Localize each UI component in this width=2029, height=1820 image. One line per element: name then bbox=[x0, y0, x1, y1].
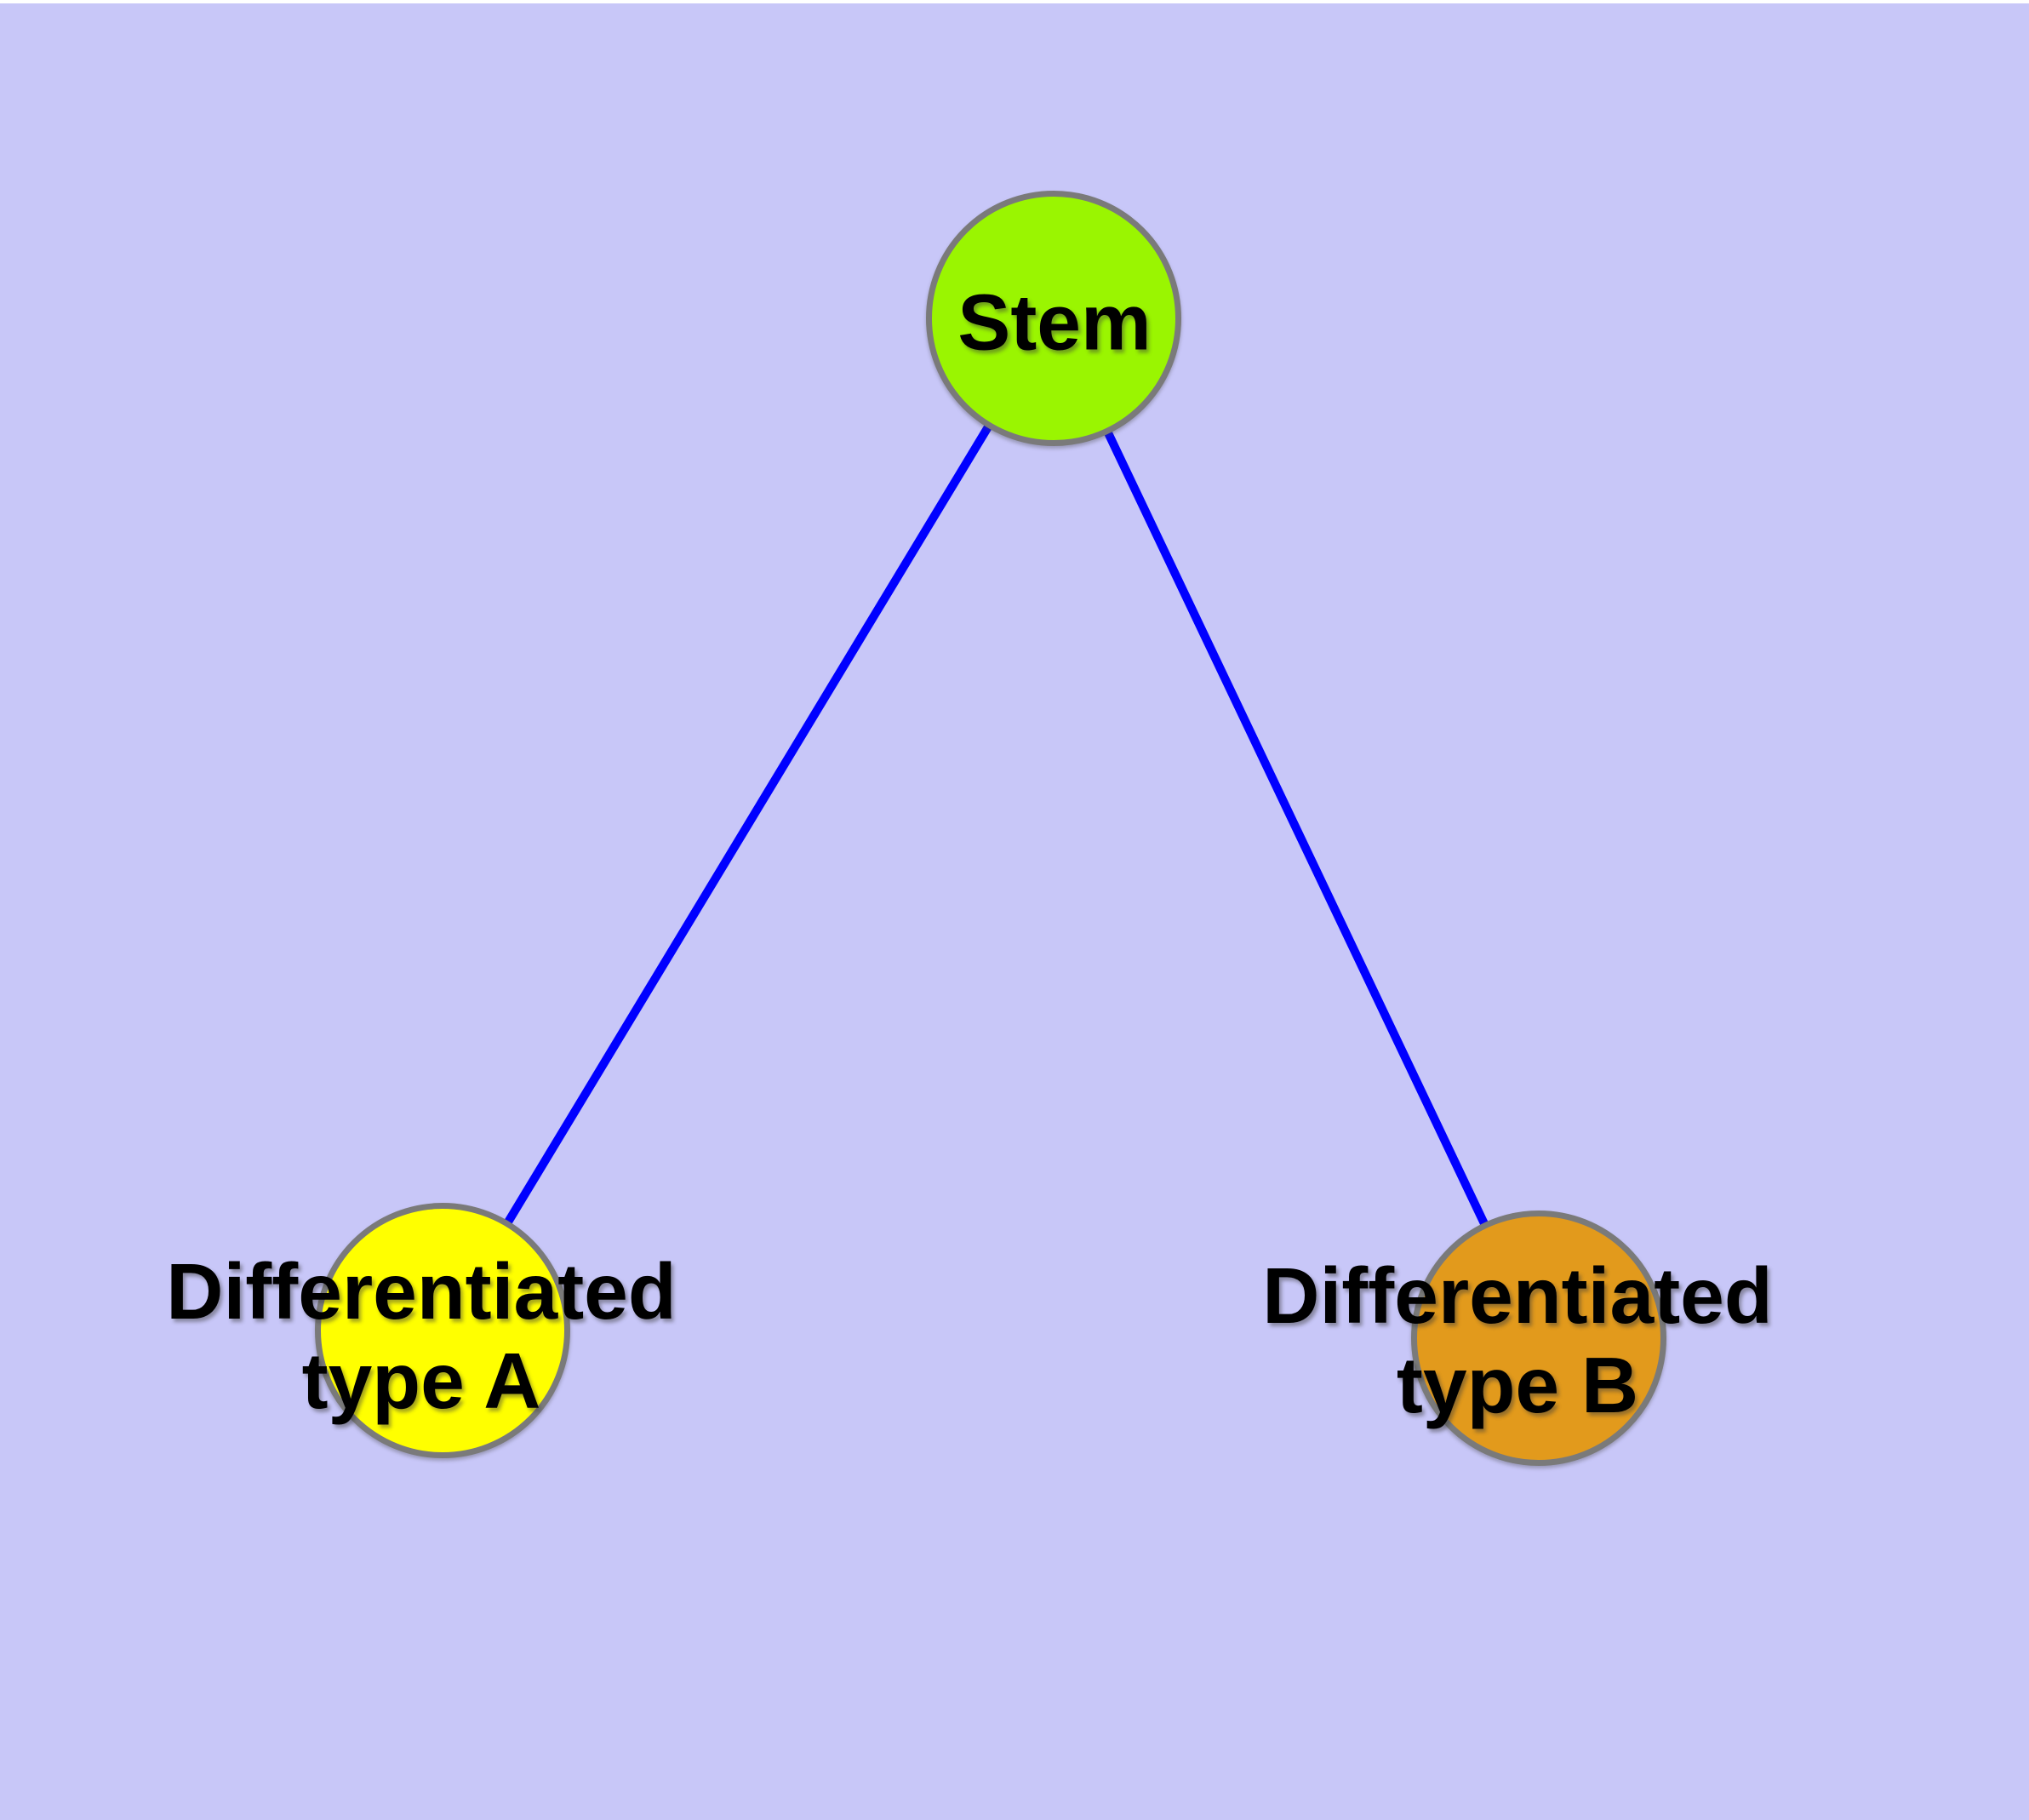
top-margin-strip bbox=[0, 0, 2029, 3]
node-type-a-label-line2: type A bbox=[301, 1336, 541, 1425]
node-type-b-label: Differentiated type B bbox=[1262, 1251, 1772, 1430]
node-type-b-label-line1: Differentiated bbox=[1262, 1251, 1773, 1340]
node-type-b-circle bbox=[1411, 1210, 1666, 1466]
node-stem-circle bbox=[926, 191, 1181, 446]
node-stem-label: Stem bbox=[957, 278, 1152, 367]
edge-stem-to-type-b bbox=[1049, 316, 1543, 1341]
node-type-a-label: Differentiated type A bbox=[166, 1247, 676, 1426]
node-type-a-circle bbox=[315, 1203, 570, 1458]
node-type-b-label-line2: type B bbox=[1396, 1341, 1639, 1429]
edge-stem-to-type-a bbox=[438, 316, 1058, 1333]
node-type-a-label-line1: Differentiated bbox=[166, 1247, 677, 1336]
